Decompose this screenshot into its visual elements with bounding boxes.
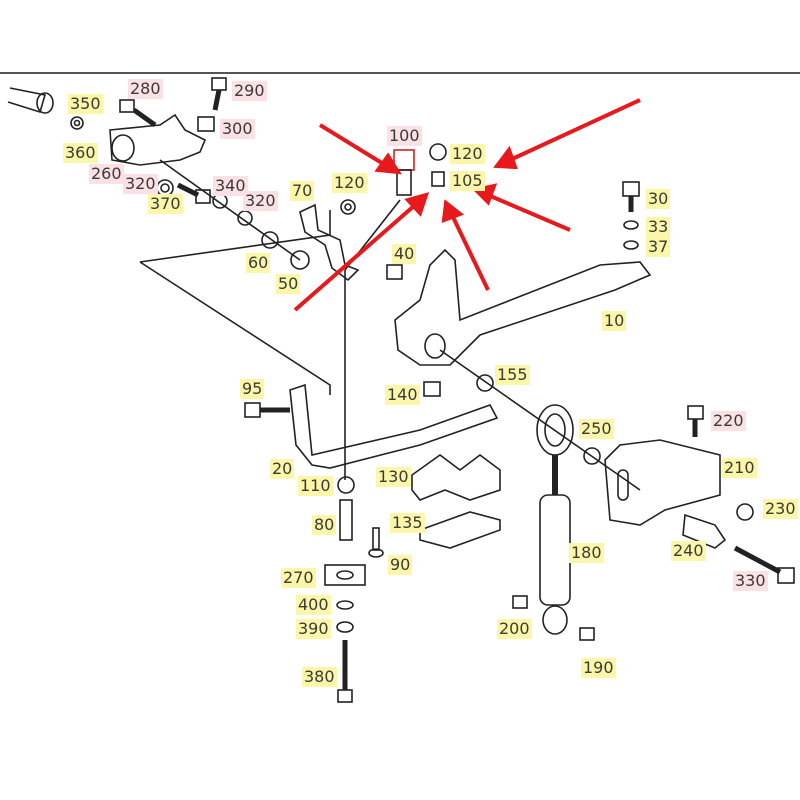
part-label: 50 xyxy=(276,274,301,294)
part-label: 120 xyxy=(450,144,485,164)
part-label: 380 xyxy=(302,667,337,687)
part-rod xyxy=(7,87,47,114)
part-label: 70 xyxy=(290,181,315,201)
part-label: 180 xyxy=(569,543,604,563)
part-label: 270 xyxy=(281,568,316,588)
part-label: 300 xyxy=(220,119,255,139)
part-label: 320 xyxy=(243,191,278,211)
part-label: 130 xyxy=(376,467,411,487)
part-label: 190 xyxy=(581,658,616,678)
part-label: 37 xyxy=(646,237,671,257)
frame-outline-2 xyxy=(139,261,331,395)
part-label: 350 xyxy=(68,94,103,114)
part-label: 360 xyxy=(63,143,98,163)
part-label: 10 xyxy=(602,311,627,331)
part-pin-240 xyxy=(682,513,727,549)
part-label: 210 xyxy=(722,458,757,478)
part-bracket-20 xyxy=(289,383,499,469)
part-label: 140 xyxy=(385,385,420,405)
part-label: 135 xyxy=(390,513,425,533)
part-label: 90 xyxy=(388,555,413,575)
part-label: 33 xyxy=(646,217,671,237)
part-label: 220 xyxy=(711,411,746,431)
part-label: 230 xyxy=(763,499,798,519)
part-label: 20 xyxy=(270,459,295,479)
part-label: 280 xyxy=(128,79,163,99)
part-label: 340 xyxy=(213,176,248,196)
part-label: 240 xyxy=(671,541,706,561)
part-label: 105 xyxy=(450,171,485,191)
part-label: 320 xyxy=(123,174,158,194)
part-label: 390 xyxy=(296,619,331,639)
red-arrows xyxy=(293,98,641,312)
part-bracket-210 xyxy=(604,439,721,526)
part-label: 110 xyxy=(298,476,333,496)
part-label: 290 xyxy=(232,81,267,101)
part-label: 100 xyxy=(387,126,422,146)
part-label: 370 xyxy=(148,194,183,214)
part-plate-135 xyxy=(419,511,501,549)
part-bracket-260 xyxy=(109,113,207,166)
part-label: 400 xyxy=(296,595,331,615)
part-bracket-70 xyxy=(299,203,360,282)
axis-line-2 xyxy=(439,349,641,491)
part-label: 30 xyxy=(646,189,671,209)
part-label: 120 xyxy=(332,173,367,193)
part-label: 155 xyxy=(495,365,530,385)
part-label: 260 xyxy=(89,164,124,184)
part-label: 80 xyxy=(312,515,337,535)
part-label: 200 xyxy=(497,619,532,639)
part-label: 95 xyxy=(240,379,265,399)
part-label: 250 xyxy=(579,419,614,439)
part-label: 40 xyxy=(392,244,417,264)
part-arm-10 xyxy=(394,248,652,366)
part-label: 60 xyxy=(246,253,271,273)
part-damper-body xyxy=(539,494,571,606)
part-label: 330 xyxy=(733,571,768,591)
part-mount-130 xyxy=(411,454,501,501)
